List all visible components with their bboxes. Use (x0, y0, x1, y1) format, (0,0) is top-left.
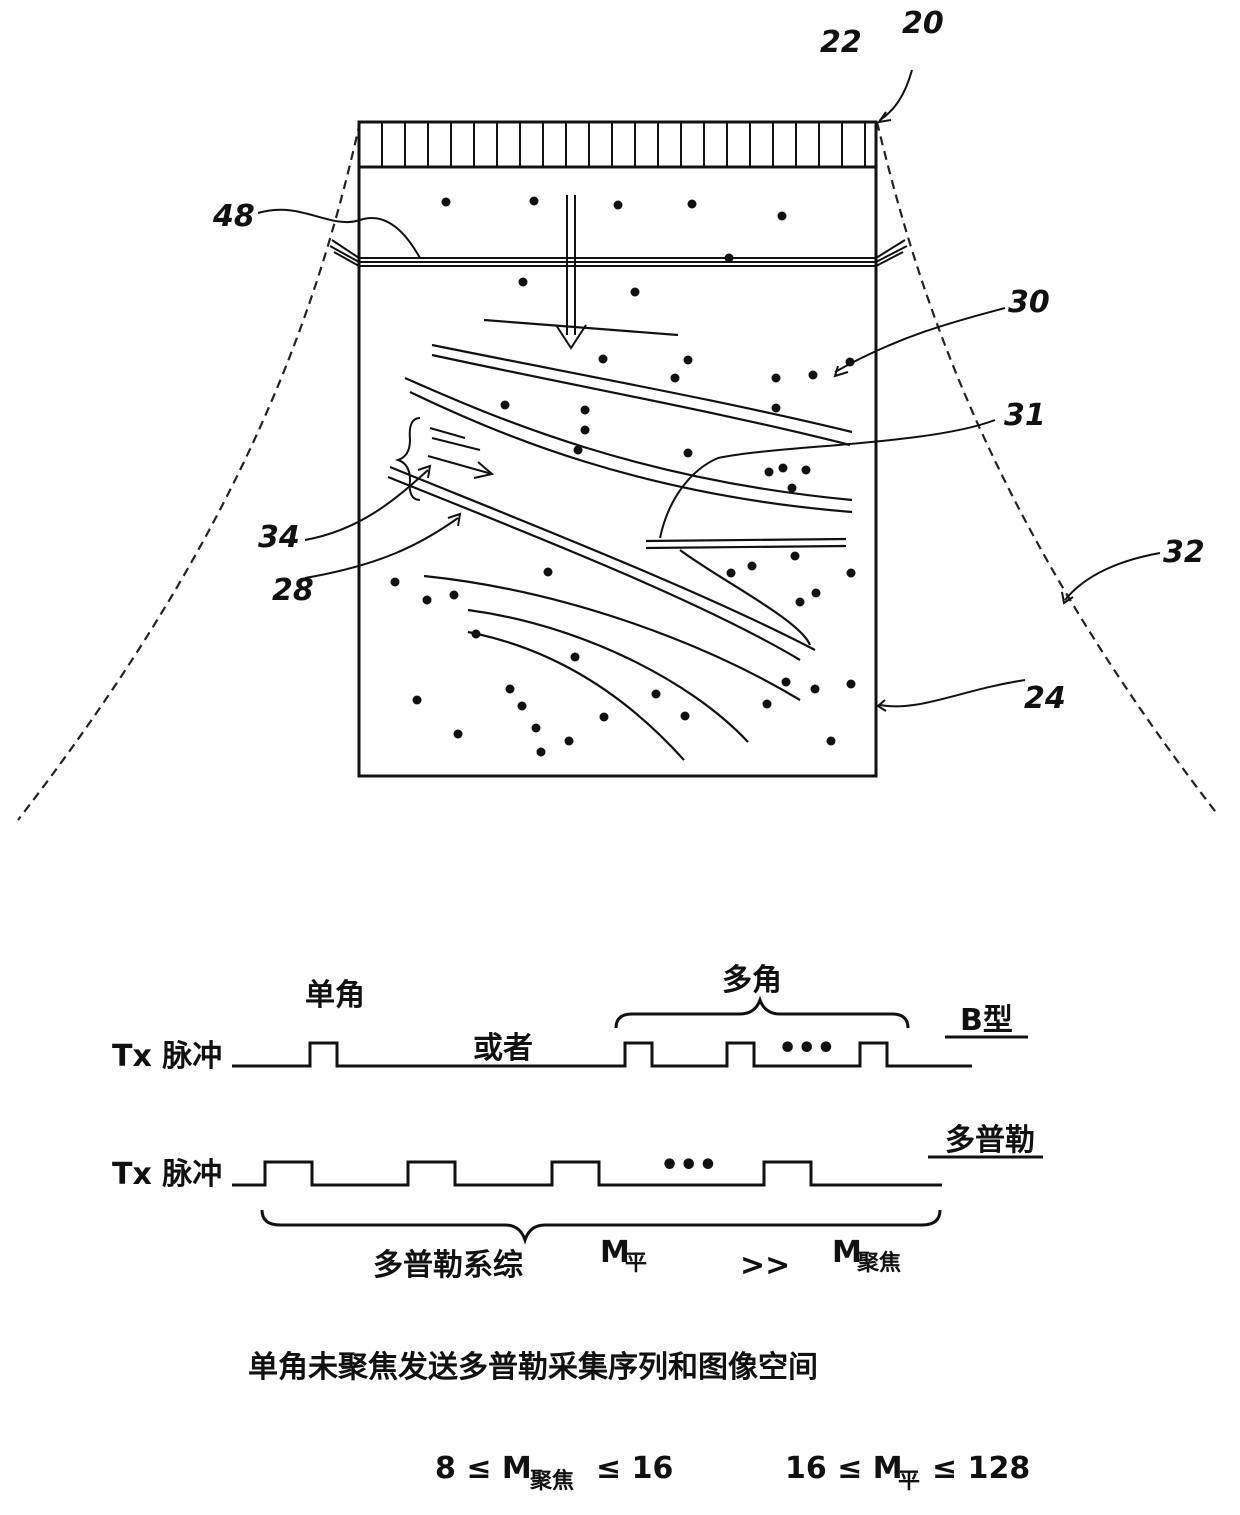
label-24: 24 (1024, 681, 1066, 716)
label-20: 20 (902, 6, 944, 41)
label-28: 28 (272, 573, 314, 608)
scatterers (391, 197, 856, 757)
formula-focus-right: ≤ 16 (596, 1451, 673, 1486)
figure-caption: 单角未聚焦发送多普勒采集序列和图像空间 (248, 1350, 818, 1385)
formula-focus-left: 8 ≤ M (435, 1451, 532, 1486)
doppler-ensemble-label: 多普勒系综 (373, 1248, 523, 1283)
label-34: 34 (258, 520, 300, 555)
label-32: 32 (1163, 535, 1205, 570)
transducer-array (359, 122, 876, 167)
formula-flat-right: ≤ 128 (932, 1451, 1030, 1486)
multi-angle-brace (616, 1000, 908, 1028)
tx-pulse-label-2: Tx 脉冲 (112, 1157, 222, 1192)
label-31: 31 (1004, 398, 1046, 433)
formula-flat-subscript: 平 (898, 1469, 920, 1494)
ellipsis-2: ••• (660, 1148, 718, 1183)
label-22: 22 (820, 25, 862, 60)
or-label: 或者 (473, 1031, 533, 1066)
bmode-pulse-train (232, 1043, 972, 1066)
formula-focus-subscript: 聚焦 (529, 1468, 574, 1494)
doppler-pulse-train (232, 1162, 942, 1185)
b-mode-label: B型 (960, 1003, 1013, 1038)
ellipsis-1: ••• (778, 1031, 836, 1066)
label-48: 48 (212, 199, 255, 234)
m-focus-subscript: 聚焦 (856, 1250, 901, 1276)
single-angle-label: 单角 (305, 978, 365, 1013)
label-30: 30 (1008, 285, 1050, 320)
formula-flat-left: 16 ≤ M (785, 1451, 903, 1486)
tx-pulse-label-1: Tx 脉冲 (112, 1039, 222, 1074)
much-greater-sign: >> (740, 1248, 790, 1283)
m-flat-subscript: 平 (625, 1251, 647, 1276)
tissue-structures (388, 320, 852, 760)
doppler-label: 多普勒 (945, 1123, 1035, 1158)
multi-angle-label: 多角 (722, 963, 782, 998)
